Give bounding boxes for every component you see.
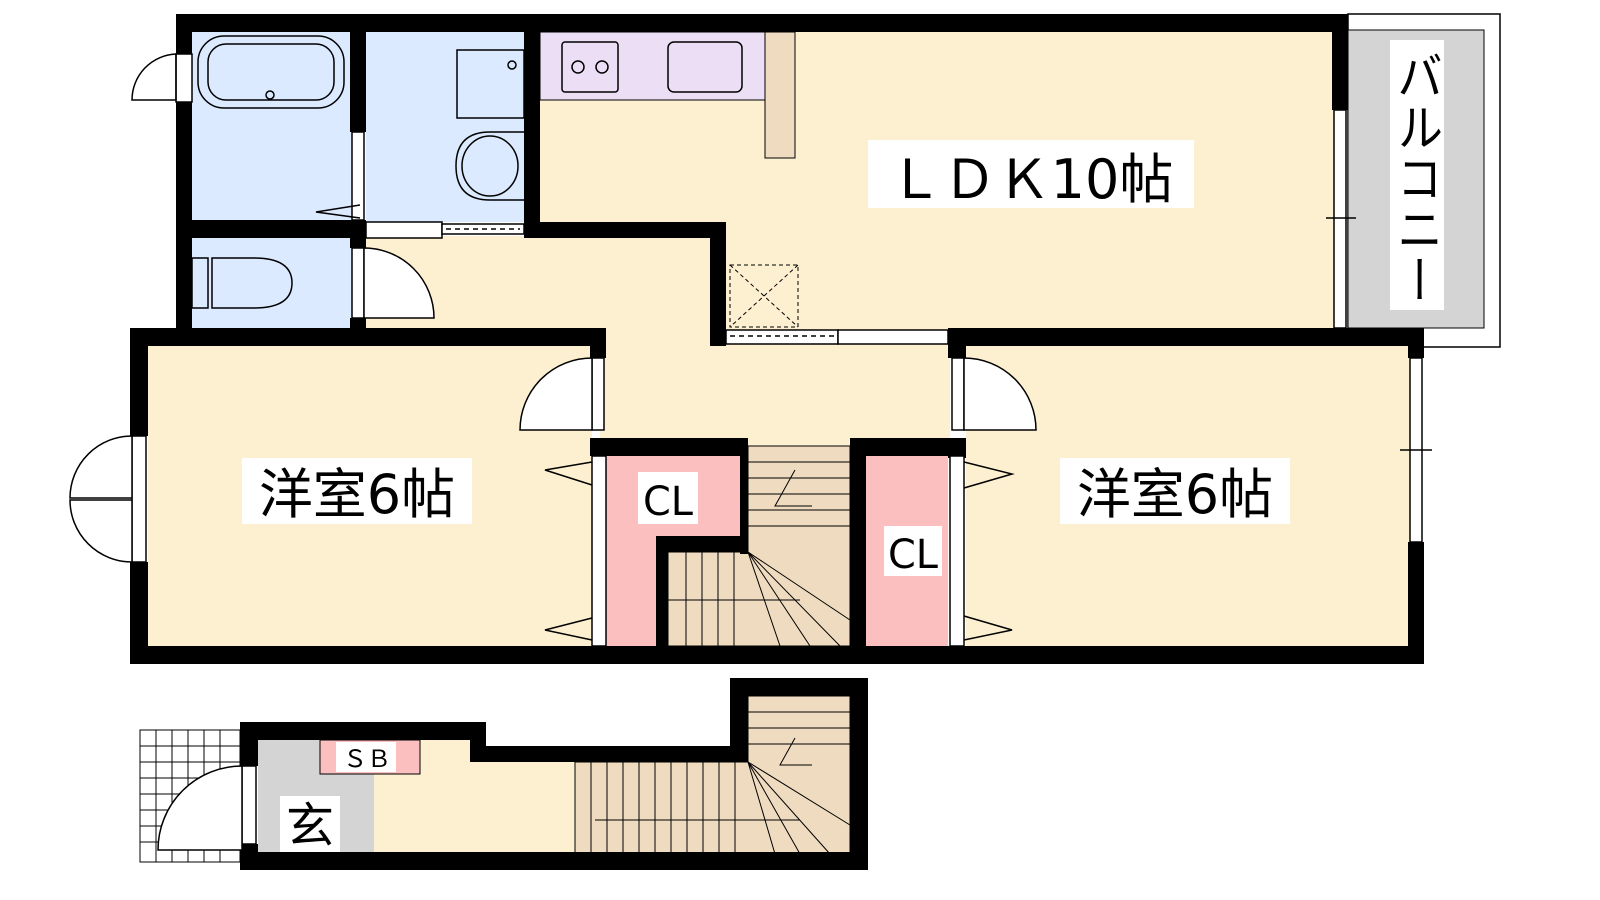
entrance-label: 玄 [286, 798, 334, 854]
closet-left-label: CL [643, 479, 694, 525]
closet-right-label: CL [888, 532, 939, 578]
storage-hatch-icon [729, 264, 799, 328]
entrance-hall [374, 740, 580, 854]
ldk-label: ＬＤＫ10帖 [889, 148, 1174, 211]
shoe-box-label: ＳＢ [343, 745, 391, 773]
kitchen-column [764, 31, 796, 159]
toilet-room [192, 238, 352, 330]
bathtub-icon [197, 35, 345, 109]
walls [130, 14, 1424, 870]
western-room-right-label: 洋室6帖 [1077, 463, 1273, 526]
sink-icon [455, 131, 524, 201]
western-room-left-label: 洋室6帖 [259, 463, 455, 526]
stairs-lower [574, 695, 851, 855]
bathroom [192, 32, 352, 222]
stairs-upper [667, 445, 851, 647]
hall-floor-lower [600, 330, 950, 450]
kitchen-sink-icon [667, 41, 743, 93]
stove-icon [561, 41, 619, 93]
openings [69, 53, 1432, 851]
balcony-label: バルコニー [1390, 50, 1444, 305]
balcony [1347, 13, 1501, 348]
washroom [366, 32, 526, 222]
